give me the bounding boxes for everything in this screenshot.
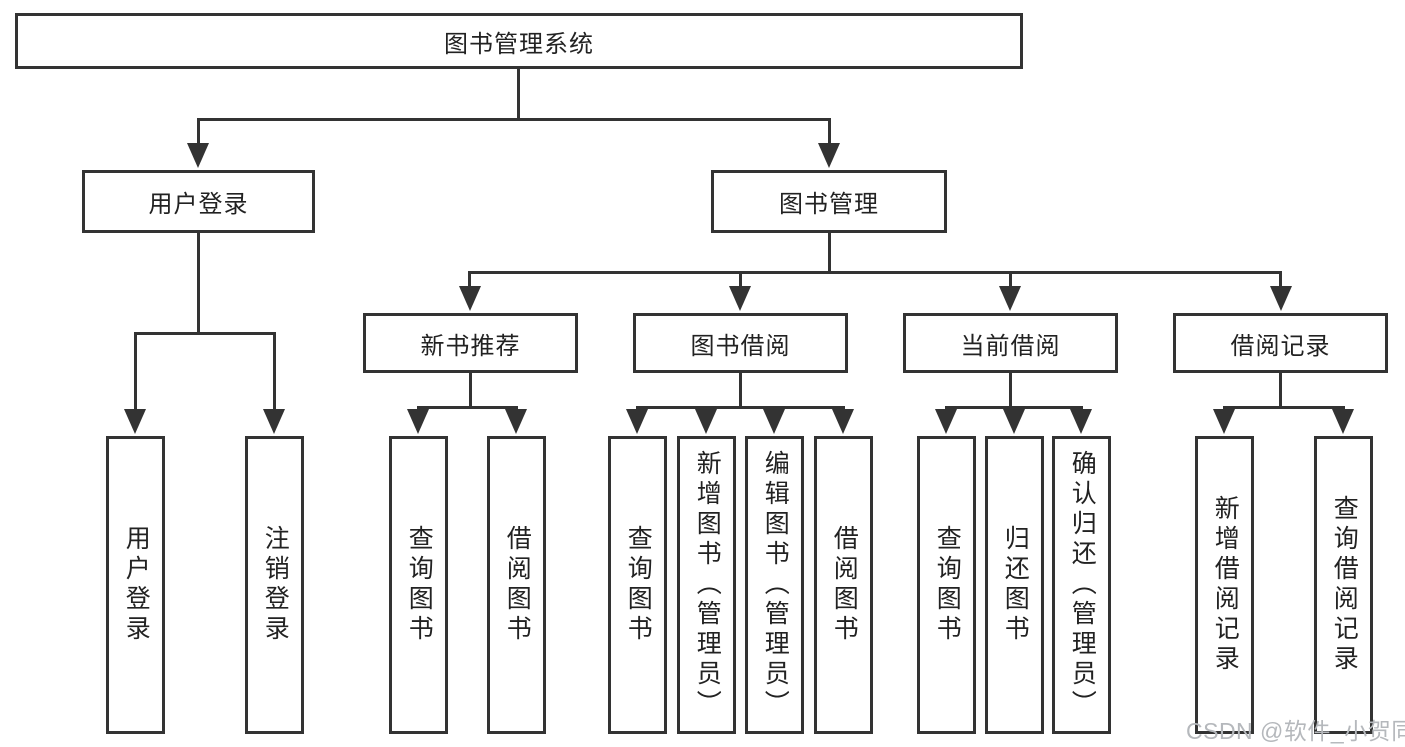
node-label: 当前借阅 <box>960 332 1061 360</box>
node-library-system: 图书管理系统 <box>15 13 1023 69</box>
connector-borrow-rail <box>636 406 845 409</box>
connector-borrow-stem <box>739 373 742 409</box>
connector-mgmt-drop <box>1279 271 1282 289</box>
connector-root-drop-right <box>828 118 831 146</box>
connector-recommend-rail <box>417 406 518 409</box>
connector-mgmt-drop <box>1009 271 1012 289</box>
leaf-edit-book-admin: 编辑图书（管理员） <box>745 436 804 734</box>
arrowhead-down-icon <box>187 143 209 168</box>
arrowhead-down-icon <box>763 409 785 434</box>
node-label: 借阅图书 <box>830 525 859 645</box>
connector-current-stem <box>1009 373 1012 409</box>
node-current-borrowing: 当前借阅 <box>903 313 1118 373</box>
arrowhead-down-icon <box>695 409 717 434</box>
node-label: 归还图书 <box>1001 525 1030 645</box>
arrowhead-down-icon <box>263 409 285 434</box>
connector-mgmt-stem <box>828 233 831 274</box>
connector-mgmt-drop <box>468 271 471 289</box>
node-label: 借阅图书 <box>503 525 532 645</box>
leaf-add-book-admin: 新增图书（管理员） <box>677 436 736 734</box>
leaf-borrow-books-borrow: 借阅图书 <box>814 436 873 734</box>
arrowhead-down-icon <box>818 143 840 168</box>
arrowhead-down-icon <box>999 286 1021 311</box>
leaf-return-books: 归还图书 <box>985 436 1044 734</box>
connector-records-stem <box>1279 373 1282 409</box>
csdn-watermark: CSDN @软件_小贺同学 <box>1186 718 1405 744</box>
node-label: 查询借阅记录 <box>1330 495 1359 675</box>
connector-login-drop <box>273 332 276 412</box>
arrowhead-down-icon <box>1332 409 1354 434</box>
node-label: 图书借阅 <box>690 332 791 360</box>
arrowhead-down-icon <box>1003 409 1025 434</box>
node-label: 用户登录 <box>122 525 151 645</box>
connector-login-rail <box>134 332 276 335</box>
node-label: 新增借阅记录 <box>1211 495 1240 675</box>
node-label: 用户登录 <box>148 191 249 218</box>
leaf-add-borrow-record: 新增借阅记录 <box>1195 436 1254 734</box>
arrowhead-down-icon <box>505 409 527 434</box>
leaf-query-borrow-record: 查询借阅记录 <box>1314 436 1373 734</box>
node-label: 图书管理系统 <box>444 30 594 58</box>
leaf-borrow-books-recommend: 借阅图书 <box>487 436 546 734</box>
node-label: 查询图书 <box>405 525 434 645</box>
node-label: 查询图书 <box>624 525 653 645</box>
node-book-borrowing: 图书借阅 <box>633 313 848 373</box>
arrowhead-down-icon <box>1070 409 1092 434</box>
arrowhead-down-icon <box>626 409 648 434</box>
connector-login-stem <box>197 233 200 333</box>
arrowhead-down-icon <box>407 409 429 434</box>
node-label: 注销登录 <box>261 525 290 645</box>
arrowhead-down-icon <box>1213 409 1235 434</box>
arrowhead-down-icon <box>124 409 146 434</box>
connector-root-drop-left <box>197 118 200 146</box>
node-label: 新书推荐 <box>420 332 521 360</box>
node-label: 确认归还（管理员） <box>1068 450 1097 720</box>
node-user-login: 用户登录 <box>82 170 315 233</box>
connector-login-drop <box>134 332 137 412</box>
connector-records-rail <box>1223 406 1345 409</box>
leaf-logout: 注销登录 <box>245 436 304 734</box>
connector-mgmt-rail <box>468 271 1281 274</box>
arrowhead-down-icon <box>729 286 751 311</box>
node-label: 借阅记录 <box>1230 332 1331 360</box>
leaf-user-login: 用户登录 <box>106 436 165 734</box>
node-book-management: 图书管理 <box>711 170 947 233</box>
node-borrowing-records: 借阅记录 <box>1173 313 1388 373</box>
leaf-query-books-current: 查询图书 <box>917 436 976 734</box>
arrowhead-down-icon <box>1270 286 1292 311</box>
connector-recommend-stem <box>469 373 472 409</box>
node-label: 图书管理 <box>779 191 879 218</box>
node-label: 查询图书 <box>933 525 962 645</box>
connector-root-rail <box>197 118 831 121</box>
leaf-confirm-return-admin: 确认归还（管理员） <box>1052 436 1111 734</box>
leaf-query-books-recommend: 查询图书 <box>389 436 448 734</box>
connector-mgmt-drop <box>739 271 742 289</box>
arrowhead-down-icon <box>935 409 957 434</box>
arrowhead-down-icon <box>459 286 481 311</box>
connector-root-stem <box>517 68 520 119</box>
node-label: 编辑图书（管理员） <box>761 450 790 720</box>
node-label: 新增图书（管理员） <box>693 450 722 720</box>
leaf-query-books-borrow: 查询图书 <box>608 436 667 734</box>
arrowhead-down-icon <box>832 409 854 434</box>
node-new-book-recommend: 新书推荐 <box>363 313 578 373</box>
